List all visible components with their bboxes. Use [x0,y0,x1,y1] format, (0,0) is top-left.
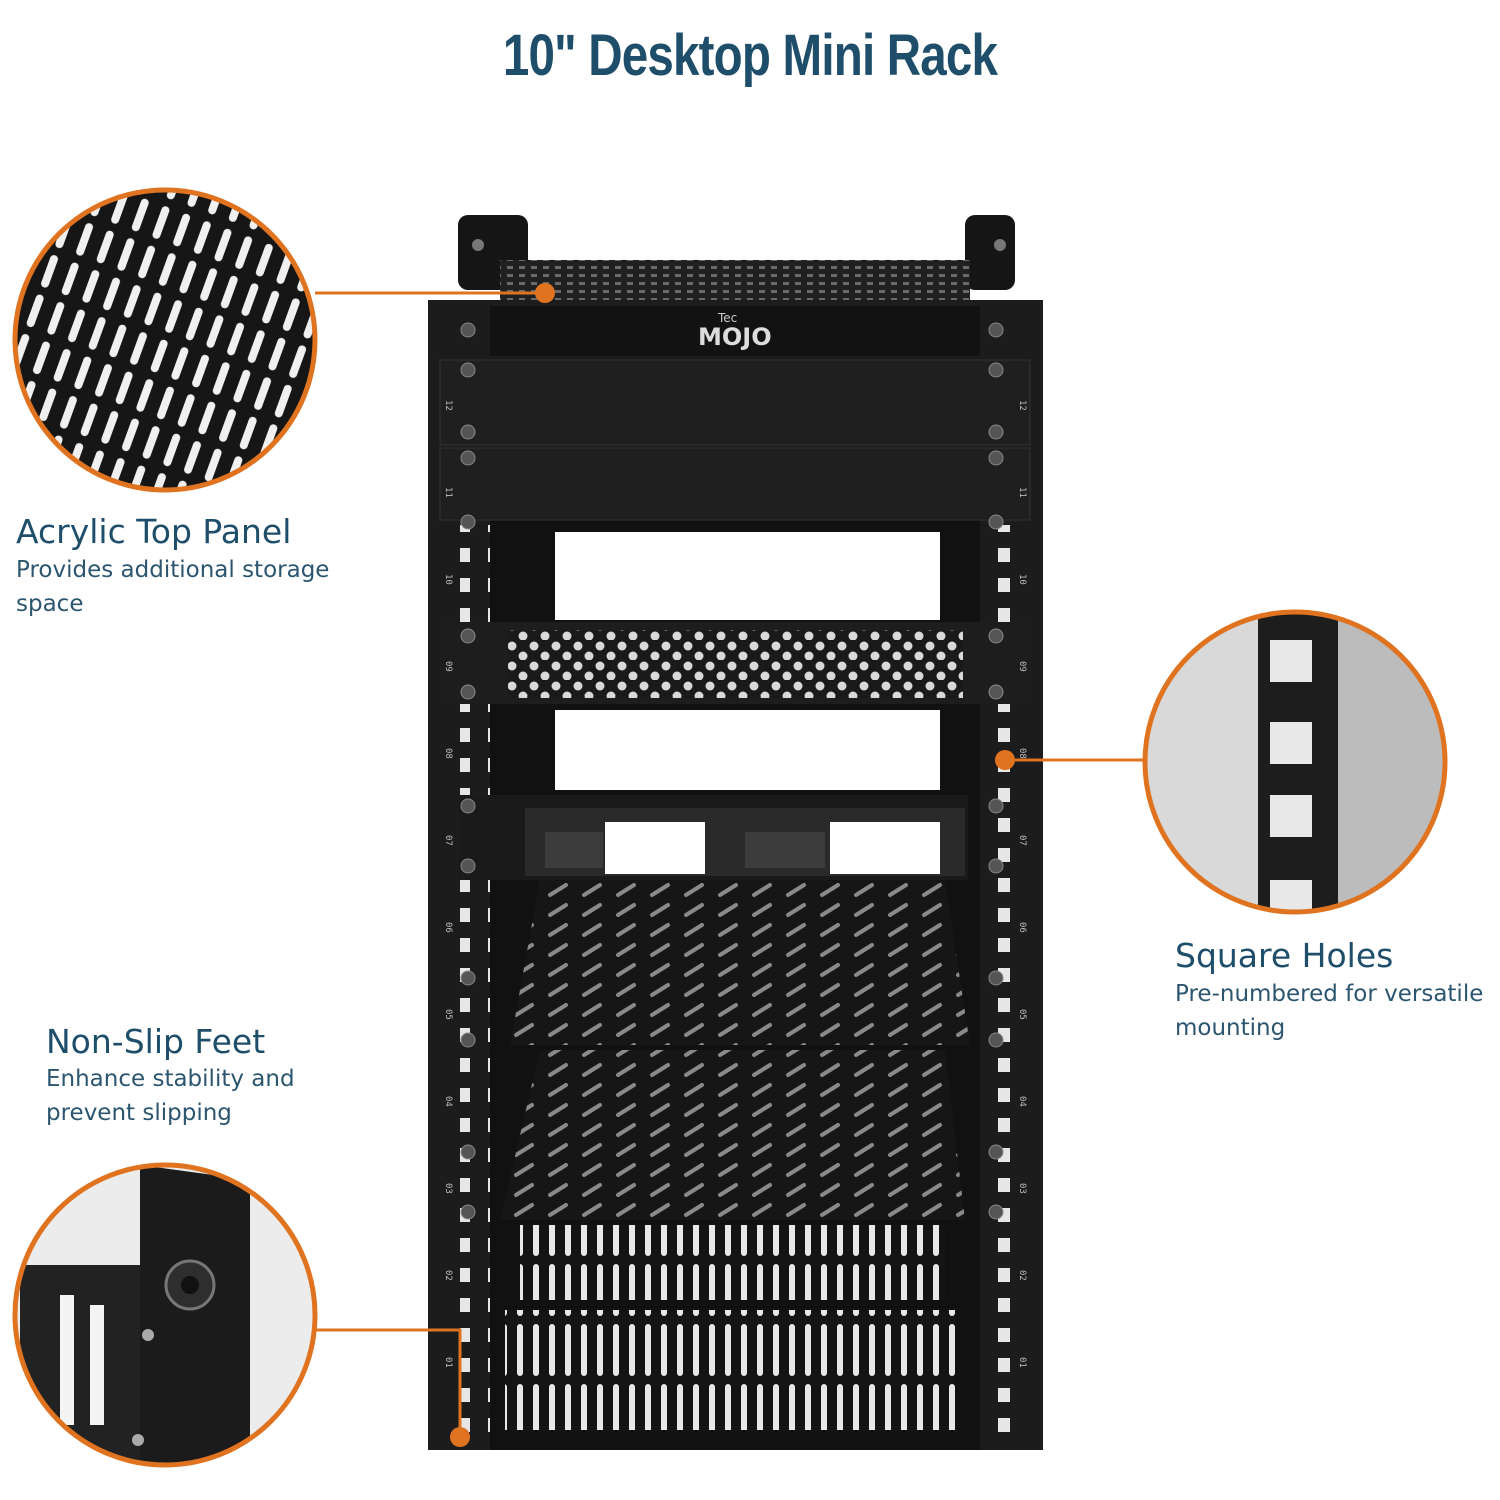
top-panel-desc-2: space [16,591,84,617]
holes-title: Square Holes [1175,936,1394,975]
rail-number-right: 06 [1017,922,1027,933]
vented-shelf-1 [510,880,970,1045]
callout-feet [12,1162,470,1468]
rail-number-right: 04 [1017,1096,1027,1107]
holes-desc-1: Pre-numbered for versatile [1175,981,1484,1007]
rail-number-right: 01 [1017,1357,1027,1368]
rail-number-right: 09 [1017,661,1027,672]
page-title: 10" Desktop Mini Rack [502,23,998,88]
rail-number-right: 12 [1017,400,1027,411]
rack: Tec MOJO [428,215,1043,1450]
top-panel-title: Acrylic Top Panel [16,512,292,551]
bottom-panel-1 [520,1225,945,1300]
rail-number-left: 07 [443,835,453,846]
rail-number-left: 11 [443,487,453,498]
rail-number-left: 02 [443,1270,453,1281]
rail-number-right: 11 [1017,487,1027,498]
rail-number-left: 01 [443,1357,453,1368]
feet-title: Non-Slip Feet [46,1022,266,1061]
top-panel-desc-1: Provides additional storage [16,557,330,583]
rail-number-right: 02 [1017,1270,1027,1281]
rail-number-left: 04 [443,1096,453,1107]
blank-panel-3 [439,447,1031,521]
acrylic-top-panel [500,260,970,302]
callout-square-holes [995,609,1448,915]
rail-number-right: 10 [1017,574,1027,585]
callout-top-panel [12,187,555,493]
right-handle [965,215,1015,290]
rail-number-right: 05 [1017,1009,1027,1020]
blank-panel-2 [439,359,1031,446]
rail-number-left: 03 [443,1183,453,1194]
feet-desc-1: Enhance stability and [46,1066,295,1092]
rail-number-left: 08 [443,748,453,759]
rail-number-right: 03 [1017,1183,1027,1194]
rail-number-left: 10 [443,574,453,585]
rail-number-left: 12 [443,400,453,411]
rail-number-right: 08 [1017,748,1027,759]
holes-desc-2: mounting [1175,1015,1286,1041]
rail-number-right: 07 [1017,835,1027,846]
feet-desc-2: prevent slipping [46,1100,232,1126]
rail-number-left: 06 [443,922,453,933]
brand-logo: MOJO [698,323,772,351]
rail-number-left: 05 [443,1009,453,1020]
rail-number-left: 09 [443,661,453,672]
brand-tec: Tec [717,311,737,325]
rack-panel-1 [490,306,980,356]
bottom-panel-2 [505,1310,955,1430]
vented-shelf-2 [500,1050,965,1220]
